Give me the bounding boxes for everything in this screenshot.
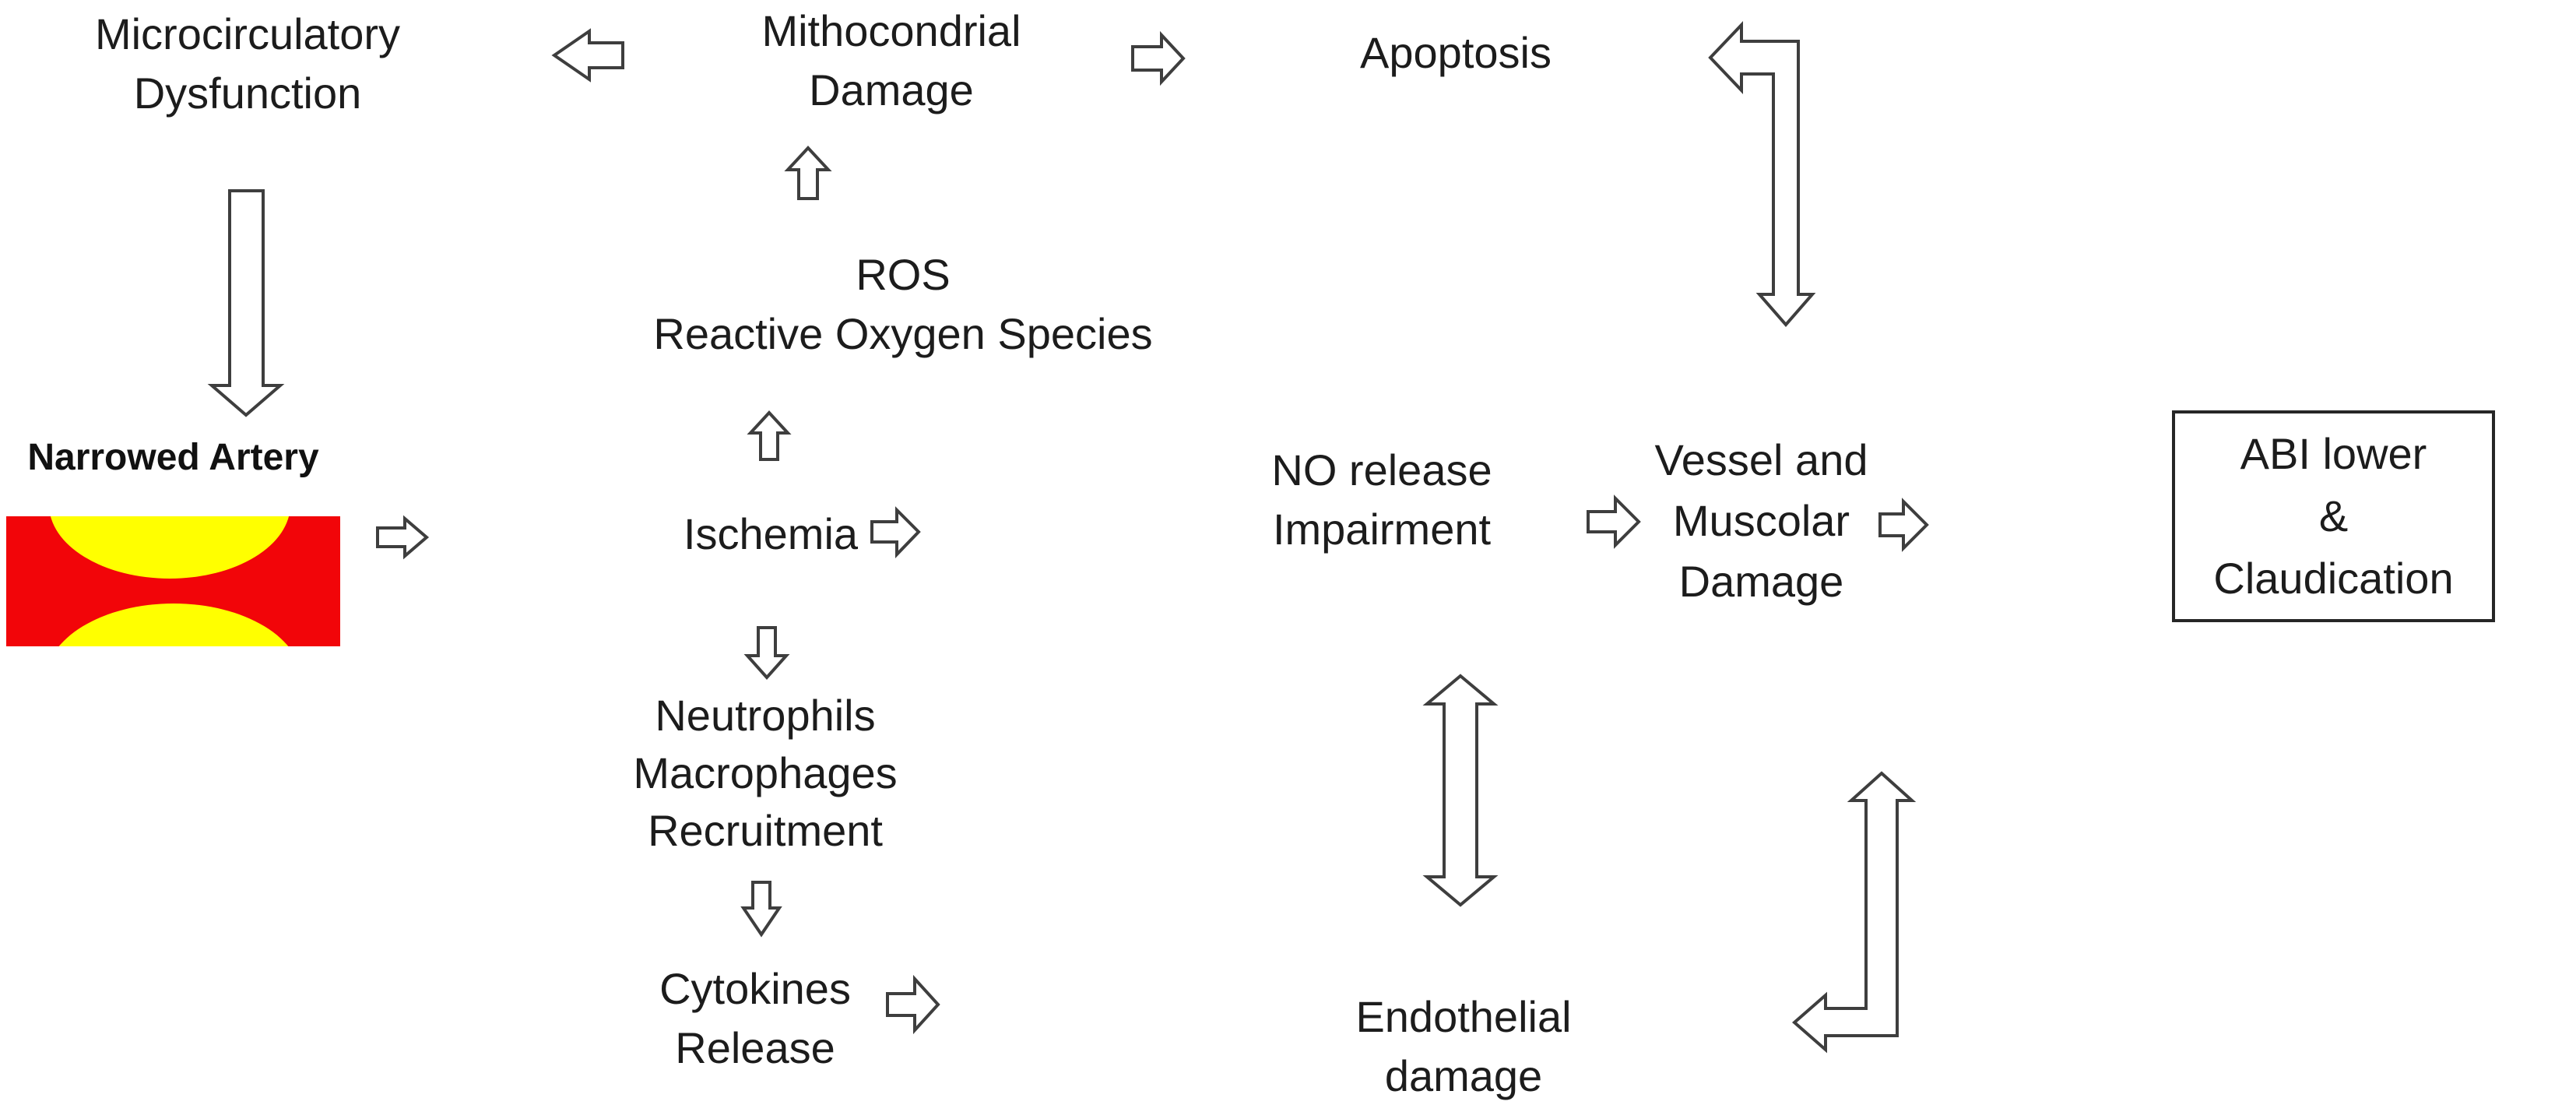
node-ros: ROS Reactive Oxygen Species [653,250,1153,358]
node-vessel-muscolar-damage: Vessel and Muscolar Damage [1654,435,1868,606]
node-cytokines-release: Cytokines Release [659,964,851,1072]
arrow-microcirculatory-to-narrowed-artery-icon [207,189,285,417]
abi-claudication-box: ABI lower & Claudication [2172,410,2495,622]
arrow-ischemia-to-no-release-icon [870,506,921,558]
node-no-release-impairment: NO release Impairment [1271,445,1492,554]
node-narrowed-artery-label: Narrowed Artery [27,437,319,478]
arrow-ros-to-mitochondrial-icon [784,146,832,200]
arrow-artery-to-ischemia-icon [376,515,430,560]
node-abi-lower-claudication: ABI lower & Claudication [2213,429,2454,603]
arrow-ischemia-to-ros-icon [747,410,792,461]
plaque-bottom-icon [45,604,302,646]
arrow-bent-vessel-apoptosis-icon [1708,21,1816,328]
node-endothelial-damage: Endothelial damage [1355,992,1572,1100]
arrow-double-no-release-endothelial-icon [1422,674,1499,907]
narrowed-artery-image [6,516,340,646]
arrow-bent-endothelial-vessel-icon [1791,771,1917,1054]
arrow-recruitment-to-cytokines-icon [740,881,782,938]
arrow-mitochondrial-to-apoptosis-icon [1131,30,1186,86]
plaque-top-icon [49,516,290,579]
node-ischemia: Ischemia [683,509,859,558]
arrow-ischemia-to-neutrophils-icon [743,626,790,681]
arrow-cytokines-to-endothelial-icon [886,974,940,1035]
node-apoptosis: Apoptosis [1360,28,1552,77]
arrow-no-release-to-vessel-icon [1587,494,1641,549]
arrow-vessel-to-abi-icon [1878,498,1929,552]
node-microcirculatory-dysfunction: Microcirculatory Dysfunction [94,9,401,118]
arrow-mitochondrial-to-microcirculatory-icon [551,28,624,83]
node-neutrophils-macrophages-recruitment: Neutrophils Macrophages Recruitment [633,691,898,855]
node-mitochondrial-damage: Mithocondrial Damage [761,6,1021,114]
